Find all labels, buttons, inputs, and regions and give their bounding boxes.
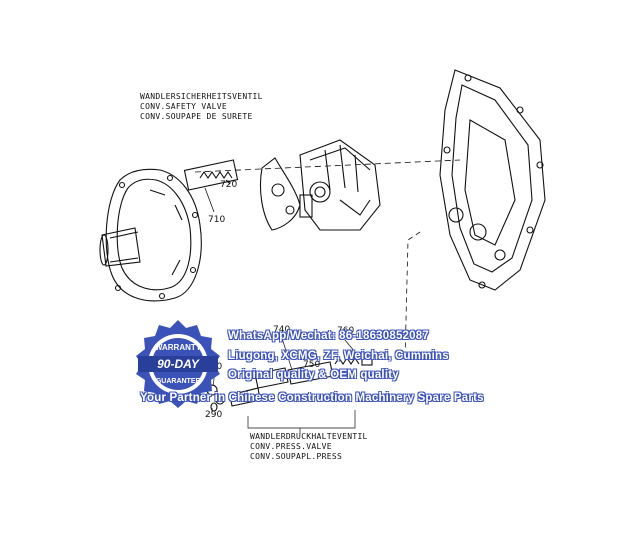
badge-mid-text: 90-DAY xyxy=(157,357,200,371)
safety-valve-label-en: CONV.SAFETY VALVE xyxy=(140,102,227,111)
leader-lines xyxy=(211,337,361,434)
part-number-730: 730 xyxy=(252,372,270,382)
housing-cover xyxy=(439,69,546,291)
badge-bottom-text: GUARANTEE xyxy=(156,378,201,385)
safety-valve-label: WANDLERSICHERHEITSVENTIL CONV.SAFETY VAL… xyxy=(140,92,263,122)
gasket xyxy=(259,157,301,231)
part-number-710: 710 xyxy=(208,215,226,225)
part-number-750: 750 xyxy=(303,360,321,370)
pump-housing xyxy=(99,168,202,302)
press-valve-label-de: WANDLERDRUCKHALTEVENTIL xyxy=(250,432,368,441)
watermark-tagline: Your Partner in Chinese Construction Mac… xyxy=(140,392,484,404)
press-valve-label: WANDLERDRUCKHALTEVENTIL CONV.PRESS.VALVE… xyxy=(250,432,368,462)
watermark-brands: Liugong, XCMG, ZF, Weichai, Cummins xyxy=(228,350,449,362)
valve-body xyxy=(299,139,381,231)
safety-valve-label-fr: CONV.SOUPAPE DE SURETE xyxy=(140,112,253,121)
part-number-760: 760 xyxy=(337,326,355,336)
press-valve-parts xyxy=(206,354,373,412)
part-number-720: 720 xyxy=(220,180,238,190)
press-valve-label-en: CONV.PRESS.VALVE xyxy=(250,442,332,451)
safety-valve-label-de: WANDLERSICHERHEITSVENTIL xyxy=(140,92,263,101)
press-valve-label-fr: CONV.SOUPAPL.PRESS xyxy=(250,452,343,461)
part-number-740: 740 xyxy=(273,325,291,335)
part-number-290: 290 xyxy=(205,410,223,420)
badge-top-text: WARRANTY xyxy=(155,343,202,352)
watermark-quality: Original quality & OEM quality xyxy=(228,369,399,381)
watermark-contact: WhatsApp/Wechat: 86-18630852087 xyxy=(228,330,429,342)
warranty-badge-icon: WARRANTY 90-DAY GUARANTEE xyxy=(136,320,220,408)
